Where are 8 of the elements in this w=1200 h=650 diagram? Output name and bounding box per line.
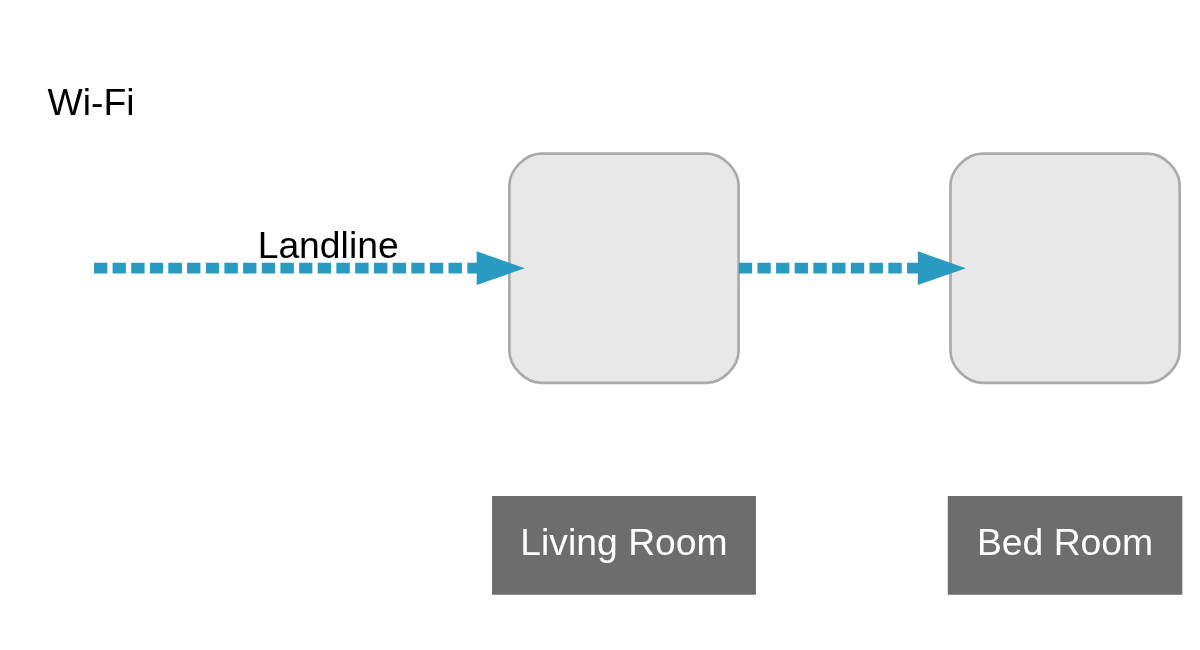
node-box: Living Room bbox=[492, 495, 756, 595]
label: Wi-Fi bbox=[47, 80, 135, 123]
arrow bbox=[738, 250, 966, 285]
node-box bbox=[949, 151, 1181, 384]
node-box: Bed Room bbox=[947, 495, 1183, 595]
edge-label: Landline bbox=[257, 223, 399, 266]
node-box bbox=[508, 151, 740, 384]
arrow bbox=[94, 250, 525, 285]
